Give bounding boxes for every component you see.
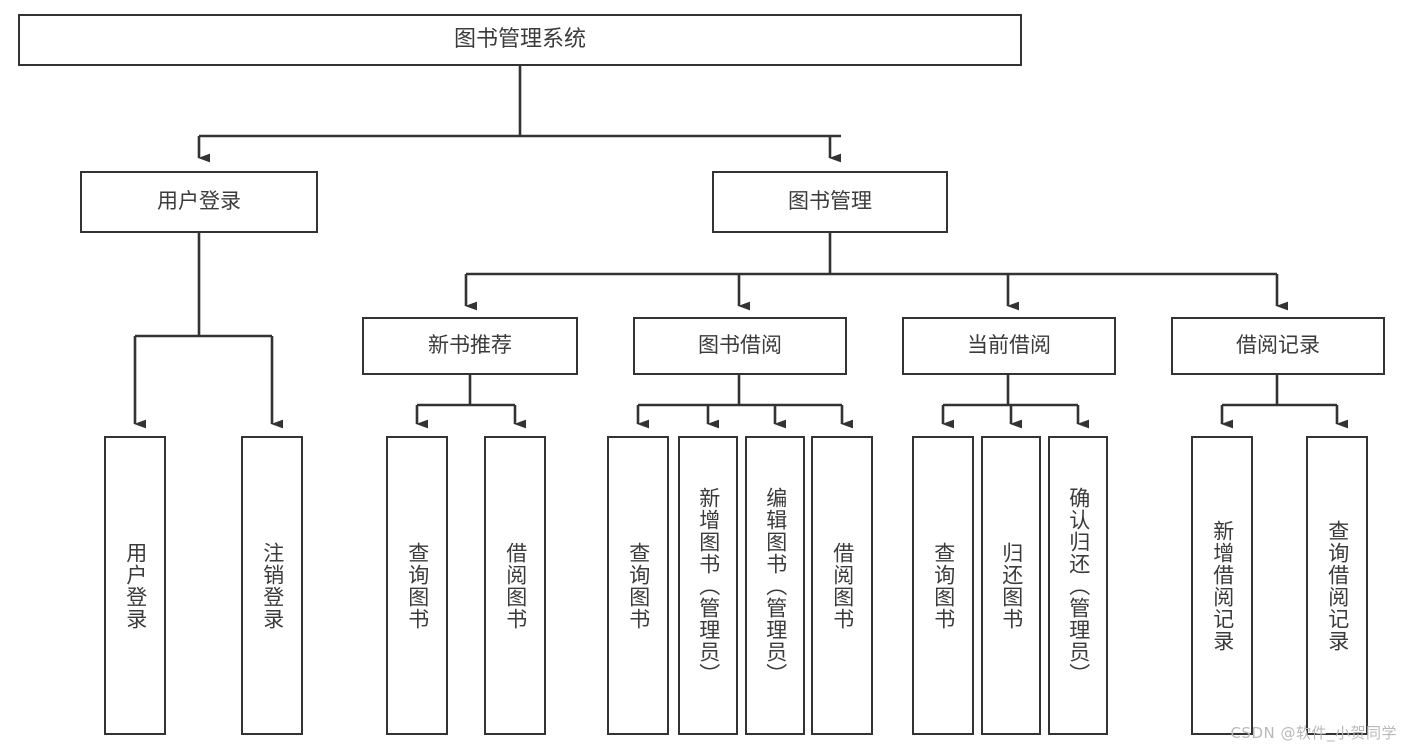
node-label: 借阅图书 — [830, 541, 855, 630]
leaf-return-book[interactable]: 归还图书 — [981, 436, 1041, 735]
leaf-add-borrow-record[interactable]: 新增借阅记录 — [1191, 436, 1253, 735]
node-book-management[interactable]: 图书管理 — [712, 171, 948, 233]
node-label: 当前借阅 — [967, 333, 1051, 358]
node-label: 归还图书 — [999, 541, 1024, 630]
leaf-borrow-book-recommend[interactable]: 借阅图书 — [484, 436, 546, 735]
node-label: 用户登录 — [123, 541, 148, 630]
node-label: 查询图书 — [931, 541, 956, 630]
node-label: 图书借阅 — [698, 333, 782, 358]
leaf-confirm-return-admin[interactable]: 确认归还（管理员） — [1048, 436, 1108, 735]
node-borrow-record[interactable]: 借阅记录 — [1171, 317, 1385, 375]
node-label: 借阅记录 — [1236, 333, 1320, 358]
node-label: 新增图书（管理员） — [696, 486, 721, 685]
node-label: 图书管理 — [788, 189, 872, 214]
node-current-borrow[interactable]: 当前借阅 — [902, 317, 1116, 375]
leaf-query-borrow-record[interactable]: 查询借阅记录 — [1306, 436, 1368, 735]
leaf-add-book-admin[interactable]: 新增图书（管理员） — [678, 436, 738, 735]
node-label: 查询图书 — [405, 541, 430, 630]
node-label: 确认归还（管理员） — [1066, 486, 1091, 685]
leaf-edit-book-admin[interactable]: 编辑图书（管理员） — [745, 436, 805, 735]
leaf-user-login[interactable]: 用户登录 — [104, 436, 166, 735]
node-label: 新书推荐 — [428, 333, 512, 358]
node-label: 查询图书 — [626, 541, 651, 630]
node-label: 借阅图书 — [503, 541, 528, 630]
node-label: 查询借阅记录 — [1325, 519, 1350, 652]
node-user-login[interactable]: 用户登录 — [80, 171, 318, 233]
leaf-query-book-recommend[interactable]: 查询图书 — [386, 436, 448, 735]
node-new-book-recommend[interactable]: 新书推荐 — [362, 317, 578, 375]
leaf-borrow-book[interactable]: 借阅图书 — [811, 436, 873, 735]
node-root-system[interactable]: 图书管理系统 — [18, 14, 1022, 66]
node-label: 用户登录 — [157, 189, 241, 214]
leaf-query-book-current[interactable]: 查询图书 — [912, 436, 974, 735]
leaf-logout[interactable]: 注销登录 — [241, 436, 303, 735]
node-label: 编辑图书（管理员） — [763, 486, 788, 685]
node-label: 注销登录 — [260, 541, 285, 630]
node-book-borrow[interactable]: 图书借阅 — [633, 317, 847, 375]
node-label: 图书管理系统 — [453, 26, 586, 52]
leaf-query-book-borrow[interactable]: 查询图书 — [607, 436, 669, 735]
watermark-text: CSDN @软件_小贺同学 — [1230, 724, 1397, 742]
node-label: 新增借阅记录 — [1210, 519, 1235, 652]
